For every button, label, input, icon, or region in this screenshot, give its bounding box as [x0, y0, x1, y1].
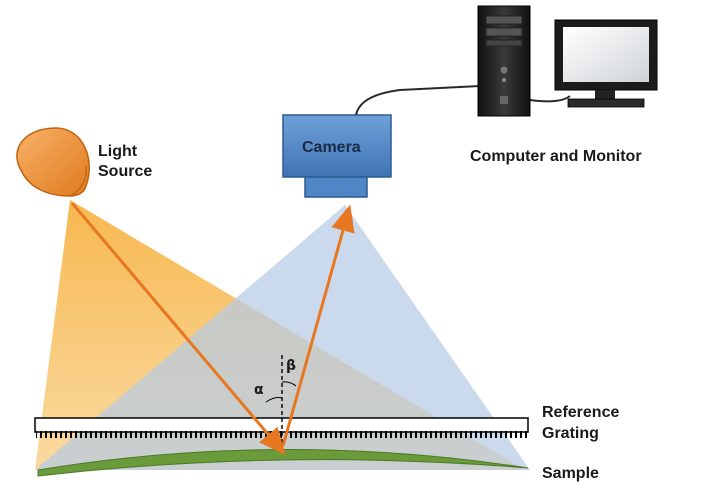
camera-label: Camera	[302, 139, 361, 156]
light-source-label-line1: Light	[98, 143, 138, 160]
camera-view-cone	[35, 205, 530, 470]
light-source-label-line2: Source	[98, 163, 152, 180]
monitor-cable	[529, 95, 571, 103]
camera-icon	[282, 114, 392, 198]
reference-grating-label-line1: Reference	[542, 404, 619, 421]
sample-label: Sample	[542, 465, 599, 482]
alpha-arc	[265, 397, 283, 403]
reference-grating-label-line2: Grating	[542, 425, 599, 442]
incident-ray	[70, 202, 286, 456]
camera-cable	[355, 85, 481, 116]
reflected-ray	[281, 204, 355, 447]
monitor-icon	[554, 19, 658, 108]
computer-tower-icon	[477, 5, 531, 117]
alpha-label: α	[254, 382, 264, 398]
light-source-icon	[16, 127, 90, 197]
sample-surface	[37, 448, 529, 477]
beta-arc	[281, 381, 297, 387]
computer-label: Computer and Monitor	[470, 148, 642, 165]
beta-label: β	[286, 358, 296, 374]
